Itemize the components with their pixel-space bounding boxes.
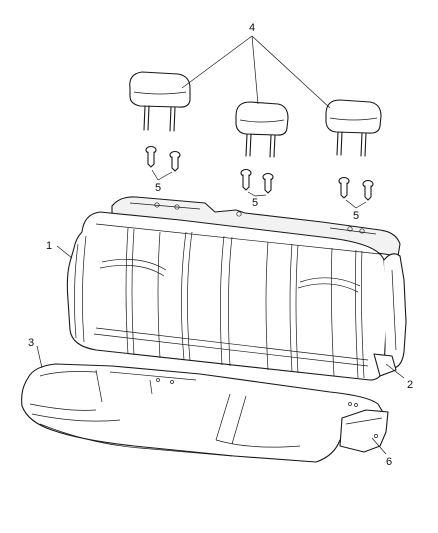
- callout-3: 3: [28, 337, 34, 349]
- callout-6: 6: [386, 456, 392, 468]
- callout-1: 1: [46, 240, 52, 252]
- leader-lines: [36, 35, 405, 455]
- callout-5-right: 5: [353, 210, 359, 222]
- seat-cushion: [21, 363, 385, 463]
- callout-5-left: 5: [155, 182, 161, 194]
- headrest-left: [129, 71, 191, 132]
- headrest-guide-sleeves: [145, 145, 374, 201]
- headrest-right: [325, 99, 382, 157]
- callout-2: 2: [407, 379, 413, 391]
- seat-back-cushion: [66, 196, 407, 381]
- cushion-end-bracket: [339, 409, 389, 453]
- headrest-center: [235, 101, 289, 158]
- callout-5-center: 5: [252, 197, 258, 209]
- callout-4: 4: [249, 22, 255, 34]
